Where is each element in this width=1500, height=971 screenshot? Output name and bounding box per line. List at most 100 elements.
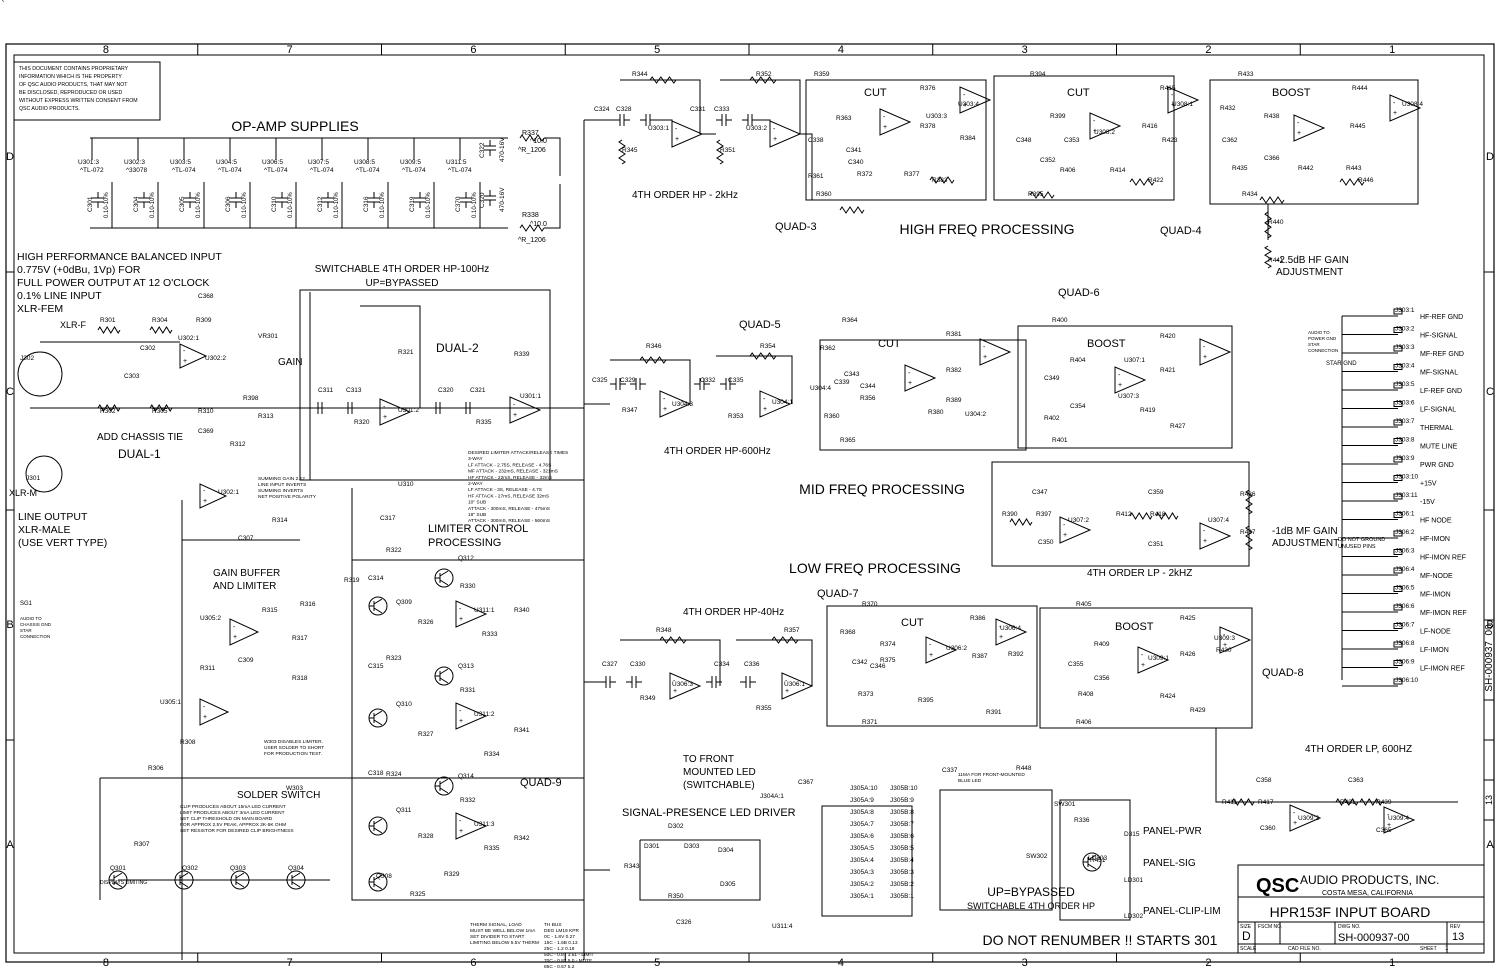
supply-cap-id: C370 <box>455 196 462 212</box>
wire <box>235 881 245 888</box>
op-amp-pin: - <box>675 126 678 133</box>
label-boost: BOOST <box>1272 87 1311 99</box>
title-block <box>1237 864 1485 954</box>
component-ref-dual2: R339 <box>514 351 530 358</box>
cad-label: CAD FILE NO. <box>1288 946 1321 952</box>
component-ref-limiter: R327 <box>418 731 434 738</box>
component-ref-limiter: R330 <box>460 583 476 590</box>
component-ref-mf: R360 <box>824 413 840 420</box>
proprietary-notice: QSC AUDIO PRODUCTS. <box>19 106 80 112</box>
summing-note: LINE INPUT INVERTS <box>258 482 306 488</box>
component-ref-hf: U308:1 <box>1172 101 1193 108</box>
connector-signal-name: MUTE LINE <box>1420 444 1458 451</box>
component-ref-mf: R346 <box>646 343 662 350</box>
component-ref-limiter: R323 <box>386 655 402 662</box>
component-ref-lp: R397 <box>1036 511 1052 518</box>
component-ref-hf: R351 <box>720 147 736 154</box>
component-ref-hf: R395 <box>1028 191 1044 198</box>
transistor-symbol <box>434 666 454 686</box>
limiter-times-note: LF ATTACK - 3S, RELEASE - 4.7S <box>468 487 542 493</box>
border-column-label: 2 <box>1205 957 1211 969</box>
outer-border <box>5 43 1495 963</box>
panel-clip-label: PANEL-CLIP-LIM <box>1143 906 1221 917</box>
component-ref-lf: R349 <box>640 695 656 702</box>
therm-note: THERM SIGNAL, LOAD <box>470 922 522 928</box>
supply-cap-value: 0.10-10% <box>242 192 248 218</box>
border-column-label: 8 <box>103 957 109 969</box>
component-ref-lf: U309:1 <box>1148 655 1169 662</box>
w303-note: USER SOLDER TO SHORT <box>264 745 324 751</box>
op-amp-pin: + <box>663 406 667 413</box>
panel-pwr-label: PANEL-PWR <box>1143 826 1202 837</box>
connector-pin-symbol <box>1393 438 1403 444</box>
op-amp-symbol <box>1089 112 1122 140</box>
connector-pin: J305B:4 <box>890 857 914 864</box>
connector-pin: J306:6 <box>1395 603 1415 610</box>
op-amp-symbol <box>199 698 230 726</box>
component-ref-hf: R352 <box>756 71 772 78</box>
component-ref-lp: R437 <box>1240 529 1256 536</box>
connector-pin: J305B:7 <box>890 821 914 828</box>
supply-cap-id: C322 <box>479 142 486 158</box>
component-ref-limiter: R334 <box>484 751 500 758</box>
op-amp-pin: - <box>1063 522 1066 529</box>
op-amp-symbol <box>1137 646 1170 674</box>
wire <box>620 79 701 134</box>
component-ref-lf: R387 <box>972 653 988 660</box>
supply-chip-id: U306:5 <box>262 159 283 166</box>
component-ref-hf: R378 <box>920 123 936 130</box>
op-amp-pin: + <box>1203 538 1207 545</box>
wire <box>373 818 383 825</box>
component-ref-lf: R374 <box>880 641 896 648</box>
connector-signal-name: MF-NODE <box>1420 573 1453 580</box>
wire <box>439 677 449 684</box>
op-amp-pin: + <box>1203 354 1207 361</box>
op-amp-pin: + <box>183 358 187 365</box>
component-ref-hf: R438 <box>1264 113 1280 120</box>
op-amp-pin: + <box>1223 642 1227 649</box>
component-ref-hf: R422 <box>1148 177 1164 184</box>
component-ref-lp: U307:2 <box>1068 517 1089 524</box>
label-quad-8: QUAD-8 <box>1262 667 1304 679</box>
resistor-symbol <box>649 76 677 84</box>
label-lp-2k: 4TH ORDER LP - 2kHZ <box>1087 568 1192 579</box>
resistor-symbol <box>1264 245 1272 269</box>
therm-table-note: 85C - 0.57 5.2 <box>544 964 575 970</box>
connector-signal-name: LF-IMON REF <box>1420 666 1465 673</box>
component-ref-input: U302:1 <box>178 335 199 342</box>
component-ref-hf: R434 <box>1242 191 1258 198</box>
component-ref-input: R311 <box>200 665 215 672</box>
wire <box>373 883 383 890</box>
resistor-symbol <box>1009 518 1033 526</box>
connector-pin: J303:1 <box>1395 307 1415 314</box>
wire <box>720 79 801 134</box>
component-ref-input: U305:2 <box>200 615 221 622</box>
component-ref-mf: U307:1 <box>1124 357 1145 364</box>
wire <box>439 787 449 794</box>
op-amp-pin: - <box>459 818 462 825</box>
op-amp-symbol <box>199 483 228 509</box>
op-amp-symbol <box>455 702 488 730</box>
heading-front-led: TO FRONT <box>683 754 734 765</box>
connector-pin: J305A:9 <box>850 797 874 804</box>
component-ref-mf: U304:1 <box>772 399 793 406</box>
connector-pin-symbol <box>1393 549 1403 555</box>
component-ref-input: R316 <box>300 601 316 608</box>
component-ref-lf: U306:3 <box>672 681 693 688</box>
wire-loop <box>1059 799 1131 921</box>
resistor-symbol <box>771 636 799 644</box>
component-ref-hf: U308:4 <box>1402 101 1423 108</box>
component-ref-lp: U307:4 <box>1208 517 1229 524</box>
wire <box>113 872 123 879</box>
connector-pin: J306:1 <box>1395 511 1415 518</box>
connector-pin-symbol <box>1393 345 1403 352</box>
op-amp-pin: + <box>1118 382 1122 389</box>
connector-pin: J305A:6 <box>850 833 874 840</box>
component-ref-mf: R347 <box>622 407 638 414</box>
op-amp-pin: + <box>203 498 207 505</box>
connector-pin: J303:10 <box>1395 474 1419 481</box>
company-name: AUDIO PRODUCTS, INC. <box>1300 873 1439 887</box>
connector-pin: J306:9 <box>1395 659 1415 666</box>
input-spec-note: FULL POWER OUTPUT AT 12 O'CLOCK <box>17 277 209 289</box>
border-row-label: C <box>6 386 14 398</box>
